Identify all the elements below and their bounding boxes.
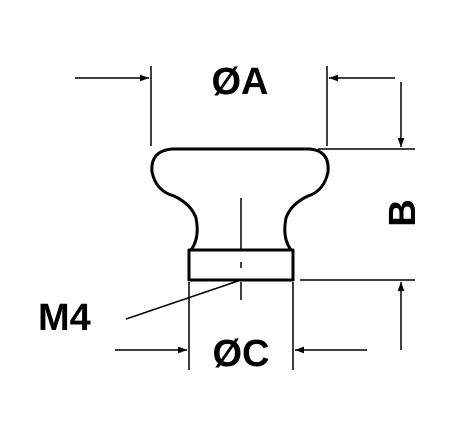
dimension-c xyxy=(115,282,367,370)
dimension-a xyxy=(75,66,395,146)
knob-cap xyxy=(150,147,330,252)
thread-leader-line xyxy=(125,280,239,320)
knob-body xyxy=(150,147,330,282)
dim-b-label: B xyxy=(382,199,424,226)
dimension-b xyxy=(300,82,415,350)
dim-a-label: ØA xyxy=(212,61,269,103)
thread-label: M4 xyxy=(38,297,91,339)
dim-c-label: ØC xyxy=(213,333,270,375)
